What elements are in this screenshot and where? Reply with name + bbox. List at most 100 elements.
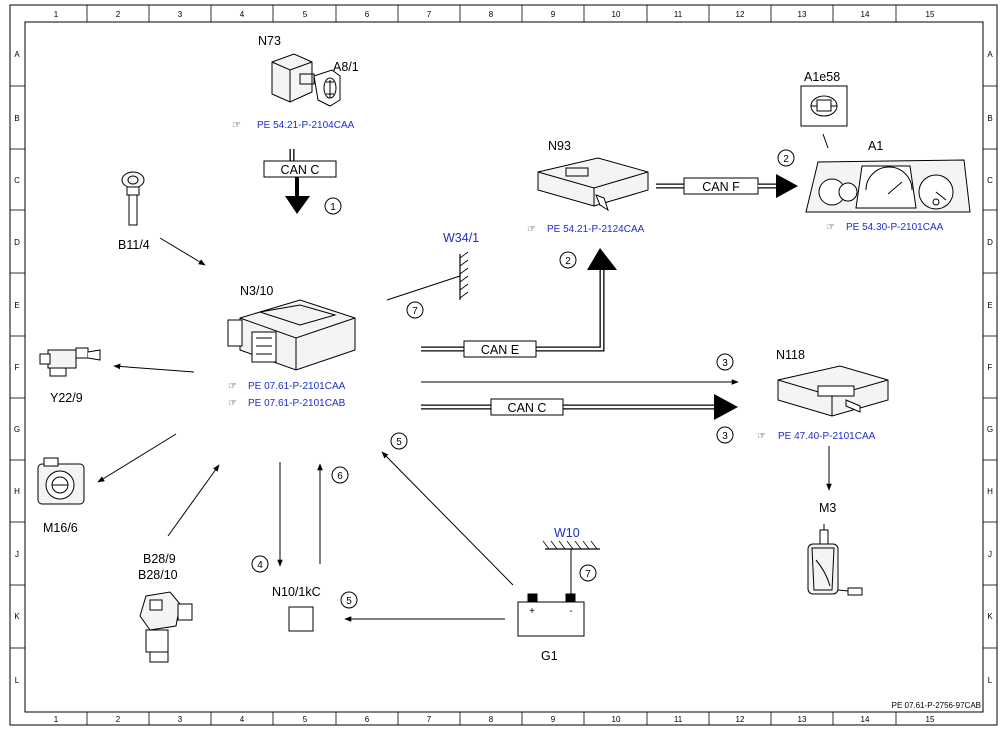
row-label: K bbox=[14, 612, 20, 621]
column-labels-top: 1 2 3 4 5 6 7 8 9 10 11 12 13 14 15 bbox=[54, 10, 935, 19]
instrument-cluster-icon bbox=[805, 159, 971, 213]
n73-label: N73 bbox=[258, 34, 281, 48]
ref-hand-icon: ☞ bbox=[228, 398, 237, 409]
col-label: 5 bbox=[303, 715, 308, 724]
step-number: 1 bbox=[330, 202, 336, 213]
row-label: H bbox=[14, 487, 20, 496]
row-label: A bbox=[987, 50, 993, 59]
col-label: 1 bbox=[54, 715, 59, 724]
ignition-switch-icon bbox=[271, 53, 341, 107]
col-label: 6 bbox=[365, 10, 370, 19]
row-label: E bbox=[14, 301, 19, 310]
can-e-label: CAN E bbox=[481, 343, 519, 357]
step-number: 5 bbox=[396, 437, 402, 448]
col-label: 8 bbox=[489, 715, 494, 724]
step-badge bbox=[406, 301, 424, 319]
column-labels-bottom: 1 2 3 4 5 6 7 8 9 10 11 12 13 14 15 bbox=[54, 715, 935, 724]
col-label: 15 bbox=[926, 715, 935, 724]
step-number: 4 bbox=[257, 560, 263, 571]
col-label: 3 bbox=[178, 715, 183, 724]
b28-10-label: B28/10 bbox=[138, 568, 178, 582]
col-label: 2 bbox=[116, 10, 121, 19]
step-number: 7 bbox=[412, 306, 418, 317]
row-label: L bbox=[988, 676, 993, 685]
can-c-top-label: CAN C bbox=[281, 163, 320, 177]
ground-hatch bbox=[459, 251, 469, 299]
ref-hand-icon: ☞ bbox=[527, 224, 536, 235]
row-labels-left: A B C D E F G H J K L bbox=[14, 50, 20, 685]
n10-1kc-label: N10/1kC bbox=[272, 585, 321, 599]
b11-4-arrow bbox=[159, 237, 206, 266]
can-f-arrowhead bbox=[776, 174, 798, 198]
throttle-body-icon bbox=[37, 457, 85, 505]
col-label: 13 bbox=[798, 715, 807, 724]
col-label: 4 bbox=[240, 10, 245, 19]
n93-ref: PE 54.21-P-2124CAA bbox=[547, 224, 645, 235]
step-number: 3 bbox=[722, 431, 728, 442]
step-number: 6 bbox=[337, 471, 343, 482]
row-label: J bbox=[988, 550, 992, 559]
n3-10-ref-b: PE 07.61-P-2101CAB bbox=[248, 398, 346, 409]
col-label: 15 bbox=[926, 10, 935, 19]
col-label: 7 bbox=[427, 715, 432, 724]
row-label: L bbox=[15, 676, 20, 685]
fuel-pump-icon bbox=[807, 524, 863, 596]
battery-icon bbox=[517, 593, 585, 637]
can-c-mid-box bbox=[490, 398, 564, 416]
col-label: 14 bbox=[861, 10, 870, 19]
a1-label: A1 bbox=[868, 139, 883, 153]
can-e-box bbox=[463, 340, 537, 358]
pressure-sensor-icon bbox=[139, 591, 193, 663]
col-label: 12 bbox=[736, 10, 745, 19]
row-label: E bbox=[987, 301, 992, 310]
ref-hand-icon: ☞ bbox=[826, 222, 835, 233]
row-label: B bbox=[14, 114, 19, 123]
step-badge bbox=[777, 149, 795, 167]
can-c-top-box bbox=[263, 160, 337, 178]
m16-6-arrow bbox=[97, 433, 177, 483]
battery-minus: - bbox=[569, 606, 572, 617]
row-label: D bbox=[987, 238, 993, 247]
col-label: 7 bbox=[427, 10, 432, 19]
row-label: F bbox=[988, 363, 993, 372]
b28-9-label: B28/9 bbox=[143, 552, 176, 566]
w10-label: W10 bbox=[554, 526, 580, 540]
step-badge bbox=[390, 432, 408, 450]
col-label: 9 bbox=[551, 10, 556, 19]
col-label: 4 bbox=[240, 715, 245, 724]
step-badge bbox=[340, 591, 358, 609]
relay-icon bbox=[288, 606, 314, 632]
frame-inner bbox=[24, 21, 984, 713]
col-label: 6 bbox=[365, 715, 370, 724]
step-badge bbox=[251, 555, 269, 573]
ref-hand-icon: ☞ bbox=[757, 431, 766, 442]
col-label: 3 bbox=[178, 10, 183, 19]
a1e58-line bbox=[822, 133, 829, 149]
fuel-pump-control-icon bbox=[777, 365, 889, 417]
col-label: 14 bbox=[861, 715, 870, 724]
n73-ref: PE 54.21-P-2104CAA bbox=[257, 120, 355, 131]
row-label: G bbox=[987, 425, 993, 434]
m16-6-label: M16/6 bbox=[43, 521, 78, 535]
row-label: C bbox=[14, 176, 20, 185]
y22-9-arrow bbox=[113, 363, 195, 373]
y22-9-label: Y22/9 bbox=[50, 391, 83, 405]
row-label: C bbox=[987, 176, 993, 185]
can-c-top-arrowhead bbox=[285, 196, 310, 214]
valve-actuator-icon bbox=[39, 347, 101, 377]
ground-hatch bbox=[542, 540, 598, 550]
temperature-sensor-icon bbox=[121, 171, 145, 226]
n3-10-ref-a: PE 07.61-P-2101CAA bbox=[248, 381, 346, 392]
row-label: J bbox=[15, 550, 19, 559]
col-label: 11 bbox=[674, 715, 683, 724]
can-e-arrowhead bbox=[587, 248, 617, 270]
ref-hand-icon: ☞ bbox=[228, 381, 237, 392]
b11-4-label: B11/4 bbox=[118, 238, 150, 252]
frame-outer bbox=[9, 4, 998, 726]
row-label: K bbox=[987, 612, 993, 621]
w34-1-label: W34/1 bbox=[443, 231, 479, 245]
engine-control-unit-icon bbox=[227, 299, 356, 371]
col-label: 11 bbox=[674, 10, 683, 19]
n93-label: N93 bbox=[548, 139, 571, 153]
